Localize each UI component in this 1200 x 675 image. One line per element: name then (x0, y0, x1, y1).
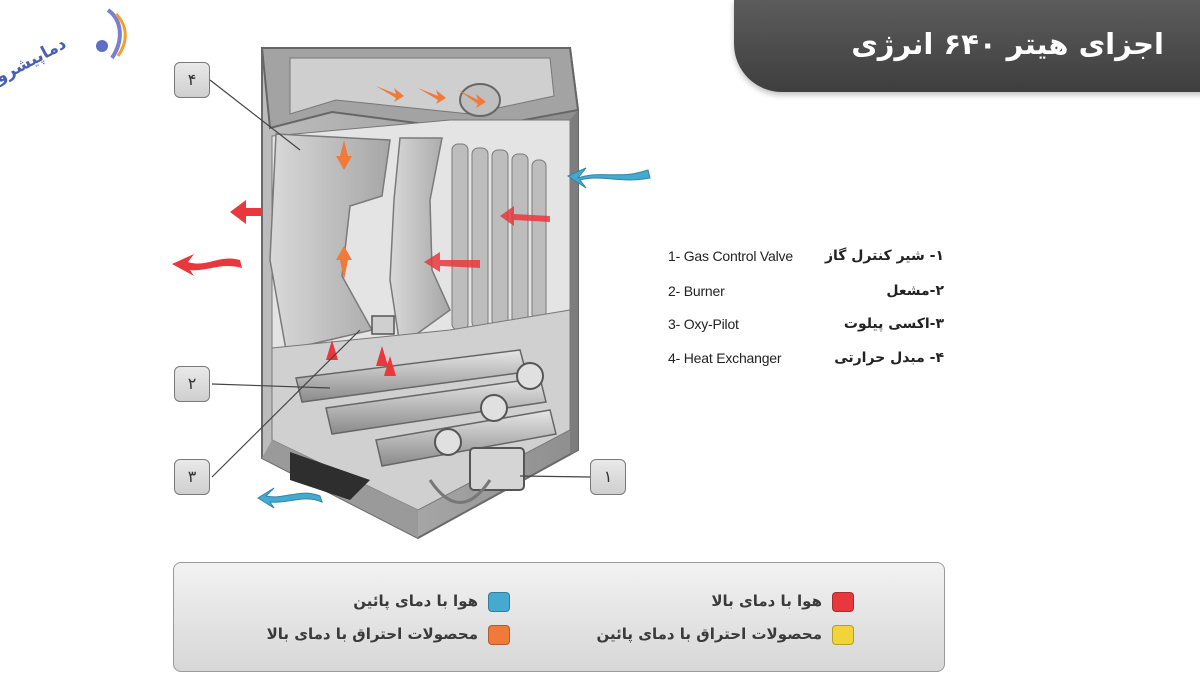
part-fa-2: ۲-مشعل (800, 283, 944, 299)
callout-4: ۴ (174, 62, 210, 98)
part-fa-4: ۴- مبدل حرارتی (800, 350, 944, 366)
legend-swatch-hot-combustion (488, 625, 510, 645)
legend-swatch-cold-air (488, 592, 510, 612)
legend-label-cold-air: هوا با دمای پائین (200, 592, 478, 610)
legend-swatch-hot-air (832, 592, 854, 612)
legend-label-cold-combustion: محصولات احتراق با دمای پائین (540, 625, 822, 643)
part-fa-1: ۱- شیر کنترل گاز (800, 248, 944, 264)
legend-label-hot-air: هوا با دمای بالا (540, 592, 822, 610)
callout-3: ۳ (174, 459, 210, 495)
callout-2: ۲ (174, 366, 210, 402)
legend-swatch-cold-combustion (832, 625, 854, 645)
part-fa-3: ۳-اکسی پیلوت (800, 316, 944, 332)
legend-panel (173, 562, 945, 672)
callout-1: ۱ (590, 459, 626, 495)
legend-label-hot-combustion: محصولات احتراق با دمای بالا (200, 625, 478, 643)
